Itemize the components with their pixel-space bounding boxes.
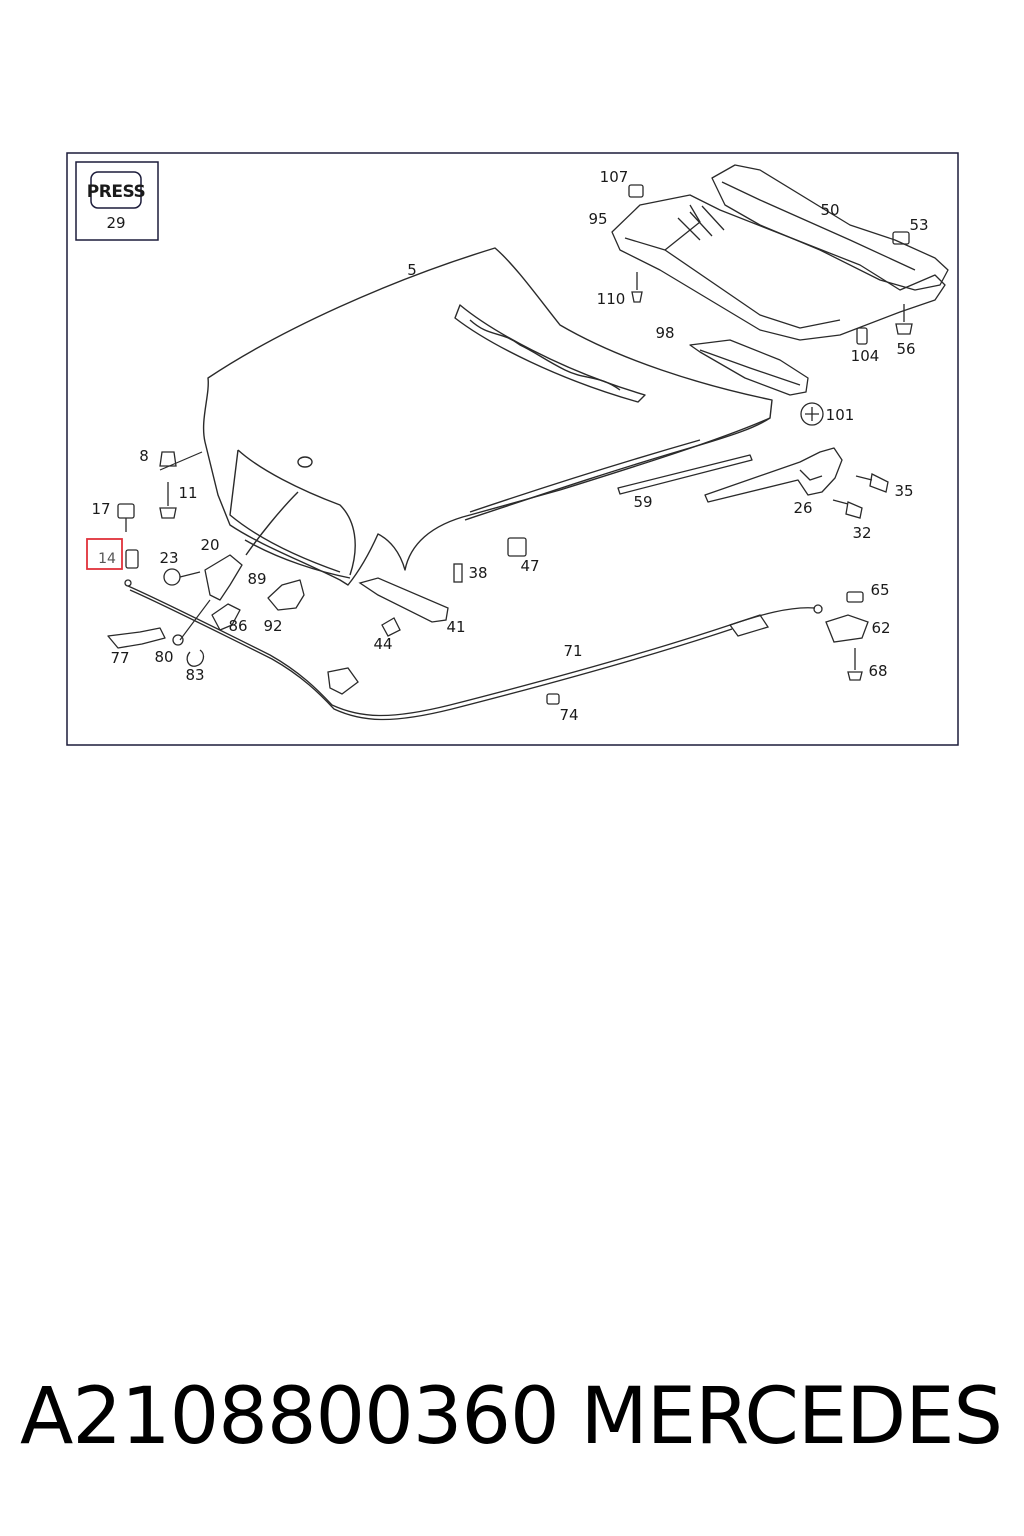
hood-illustration [202, 247, 773, 586]
callout-86: 86 [228, 617, 247, 635]
callout-26: 26 [793, 499, 812, 517]
callout-23: 23 [159, 549, 178, 567]
highlight-box-14 [86, 538, 123, 570]
callout-53: 53 [909, 216, 928, 234]
callout-8: 8 [139, 447, 149, 465]
callout-80: 80 [154, 648, 173, 666]
callout-35: 35 [894, 482, 913, 500]
callout-56: 56 [896, 340, 915, 358]
callout-44: 44 [373, 635, 392, 653]
callout-77: 77 [110, 649, 129, 667]
callout-38: 38 [468, 564, 487, 582]
callout-11: 11 [178, 484, 197, 502]
callout-104: 104 [851, 347, 880, 365]
release-cable-illustration [124, 579, 823, 721]
callout-59: 59 [633, 493, 652, 511]
callout-47: 47 [520, 557, 539, 575]
press-stamp: PRESS 29 [75, 161, 159, 241]
fasteners-illustration [117, 184, 913, 705]
callout-92: 92 [263, 617, 282, 635]
callout-107: 107 [600, 168, 629, 186]
intake-panel-illustration [611, 164, 949, 396]
callout-110: 110 [597, 290, 626, 308]
callout-62: 62 [871, 619, 890, 637]
lock-mechanism-illustration [107, 451, 305, 667]
callout-20: 20 [200, 536, 219, 554]
callout-83: 83 [185, 666, 204, 684]
callout-14: 14 [98, 551, 116, 567]
callout-5: 5 [407, 261, 417, 279]
callout-95: 95 [588, 210, 607, 228]
brand-name: MERCEDES [580, 1372, 1003, 1462]
callout-32: 32 [852, 524, 871, 542]
press-label: PRESS [87, 182, 145, 202]
diagram-frame [66, 152, 959, 746]
callout-65: 65 [870, 581, 889, 599]
callout-71: 71 [563, 642, 582, 660]
callout-50: 50 [820, 201, 839, 219]
callout-68: 68 [868, 662, 887, 680]
callout-89: 89 [247, 570, 266, 588]
callout-101: 101 [826, 406, 855, 424]
callout-98: 98 [655, 324, 674, 342]
callout-74: 74 [559, 706, 578, 724]
callout-29: 29 [106, 214, 125, 232]
callout-17: 17 [91, 500, 110, 518]
callout-41: 41 [446, 618, 465, 636]
hinge-strut-illustration [617, 447, 843, 503]
caption-bar: A2108800360 MERCEDES [0, 1372, 1024, 1472]
part-number: A2108800360 [20, 1372, 560, 1462]
